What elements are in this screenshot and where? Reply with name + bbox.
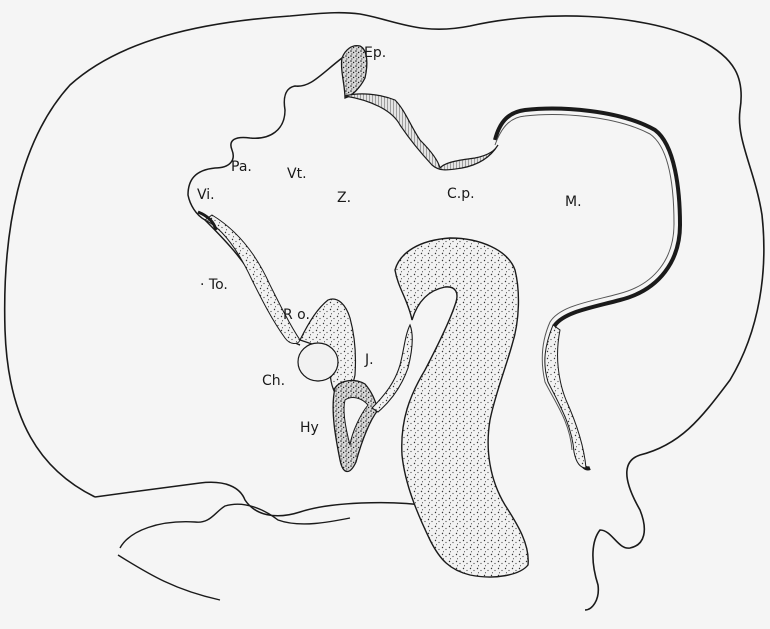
brainstem bbox=[395, 238, 528, 577]
label-m: M. bbox=[565, 195, 582, 209]
label-j: J. bbox=[365, 353, 374, 367]
choroid-plexus bbox=[345, 94, 498, 170]
label-cp: C.p. bbox=[447, 187, 475, 201]
midbrain-roof-inner bbox=[495, 115, 674, 450]
label-vi: Vi. bbox=[197, 188, 215, 202]
lower-lobe-outline-2 bbox=[118, 555, 220, 600]
label-z: Z. bbox=[337, 191, 351, 205]
lower-lobe-outline bbox=[120, 504, 350, 548]
midbrain-floor bbox=[545, 325, 586, 468]
chiasma bbox=[298, 343, 338, 381]
label-ro: R o. bbox=[283, 308, 310, 322]
label-pa: Pa. bbox=[231, 160, 252, 174]
label-ep: Ep. bbox=[364, 46, 386, 60]
label-ch: Ch. bbox=[262, 374, 285, 388]
label-to: · To. bbox=[200, 278, 228, 292]
label-hy: Hy bbox=[300, 421, 319, 435]
infundibulum-wall bbox=[372, 325, 412, 412]
midbrain-roof bbox=[495, 109, 680, 469]
label-vt: Vt. bbox=[287, 167, 307, 181]
